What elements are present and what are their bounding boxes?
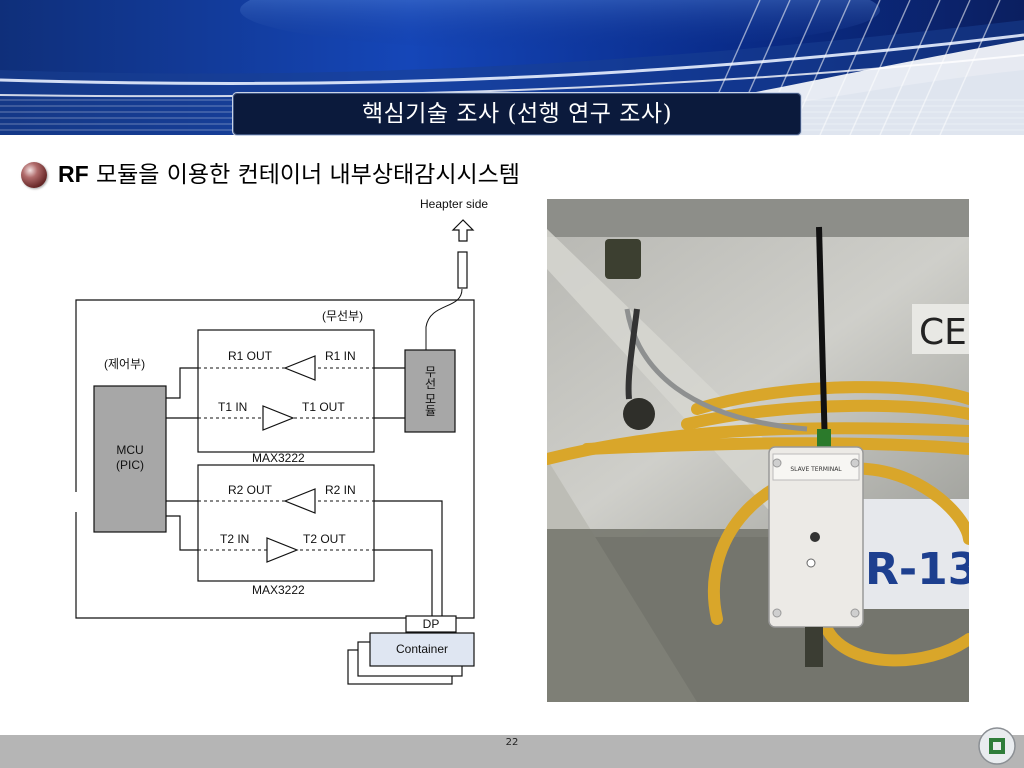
- black-cable: [625, 308, 640, 400]
- r2-buffer-triangle: [283, 488, 316, 514]
- ce-mark-text: CE: [919, 312, 967, 353]
- wall-marking-text: R-13: [865, 544, 969, 595]
- wireless-module-block: [404, 349, 456, 433]
- board-outline: [75, 299, 475, 619]
- up-arrow-icon: [451, 219, 475, 242]
- t2-buffer-triangle: [266, 537, 299, 563]
- top-connector: [605, 239, 641, 279]
- antenna-cable: [425, 288, 463, 350]
- max3222-bottom-label: MAX3222: [252, 583, 305, 597]
- terminal-label-plate: [772, 453, 860, 481]
- container-label: Container: [396, 642, 448, 656]
- r1-out-label: R1 OUT: [228, 349, 273, 363]
- t1-in-label: T1 IN: [218, 400, 247, 414]
- terminal-led: [810, 532, 820, 542]
- screw-top-left: [772, 458, 782, 468]
- terminal-switch: [806, 558, 816, 568]
- r1-in-label: R1 IN: [325, 349, 356, 363]
- mcu-label: MCU: [116, 443, 143, 457]
- wire-r2-dp: [374, 500, 443, 618]
- max3222-top-block: [197, 329, 375, 453]
- bottom-connector: [805, 627, 823, 667]
- terminal-label-text: SLAVE TERMINAL: [790, 466, 842, 473]
- wire-mcu-r1: [166, 367, 198, 399]
- wireless-module-label: 무선 모듈: [423, 365, 437, 416]
- device-photo: R-13 CE SLAVE TERMINAL: [547, 199, 969, 702]
- slide-subtitle: RF 모듈을 이용한 컨테이너 내부상태감시시스템: [58, 157, 520, 191]
- antenna: [457, 251, 468, 289]
- rf-block-diagram: Heapter side (무선부) (제어부) MCU (PIC) 무선 모듈…: [75, 197, 488, 685]
- control-section-label: (제어부): [104, 357, 145, 371]
- wireless-section-label: (무선부): [322, 309, 363, 323]
- antenna-base: [817, 429, 831, 449]
- heapter-side-label: Heapter side: [420, 197, 488, 211]
- subtitle-prefix: RF: [58, 161, 89, 187]
- subtitle-rest: 모듈을 이용한 컨테이너 내부상태감시시스템: [88, 162, 520, 188]
- max3222-top-label: MAX3222: [252, 451, 305, 465]
- university-logo-icon: [978, 727, 1016, 765]
- r1-buffer-triangle: [283, 355, 316, 381]
- title-box: 핵심기술 조사 (선행 연구 조사): [232, 92, 802, 136]
- wire-t2-dp: [374, 549, 433, 618]
- mcu-pic-label: (PIC): [116, 458, 144, 472]
- container-block: [369, 632, 475, 667]
- photo-antenna: [816, 226, 828, 450]
- max3222-bottom-block: [197, 464, 375, 582]
- t1-out-label: T1 OUT: [302, 400, 345, 414]
- dp-label: DP: [423, 617, 440, 631]
- screw-top-right: [850, 458, 860, 468]
- t1-buffer-triangle: [262, 405, 295, 431]
- footer-bar: 22: [0, 735, 1024, 768]
- wire-mcu-t2: [166, 515, 198, 551]
- screw-bottom-right: [850, 608, 860, 618]
- bullet-sphere-icon: [21, 162, 47, 188]
- mcu-block: [93, 385, 167, 533]
- slide-title: 핵심기술 조사 (선행 연구 조사): [361, 101, 673, 127]
- t2-out-label: T2 OUT: [303, 532, 346, 546]
- screw-bottom-left: [772, 608, 782, 618]
- cable-cap: [623, 398, 655, 430]
- t2-in-label: T2 IN: [220, 532, 249, 546]
- r2-in-label: R2 IN: [325, 483, 356, 497]
- r2-out-label: R2 OUT: [228, 483, 273, 497]
- page-number: 22: [505, 737, 519, 748]
